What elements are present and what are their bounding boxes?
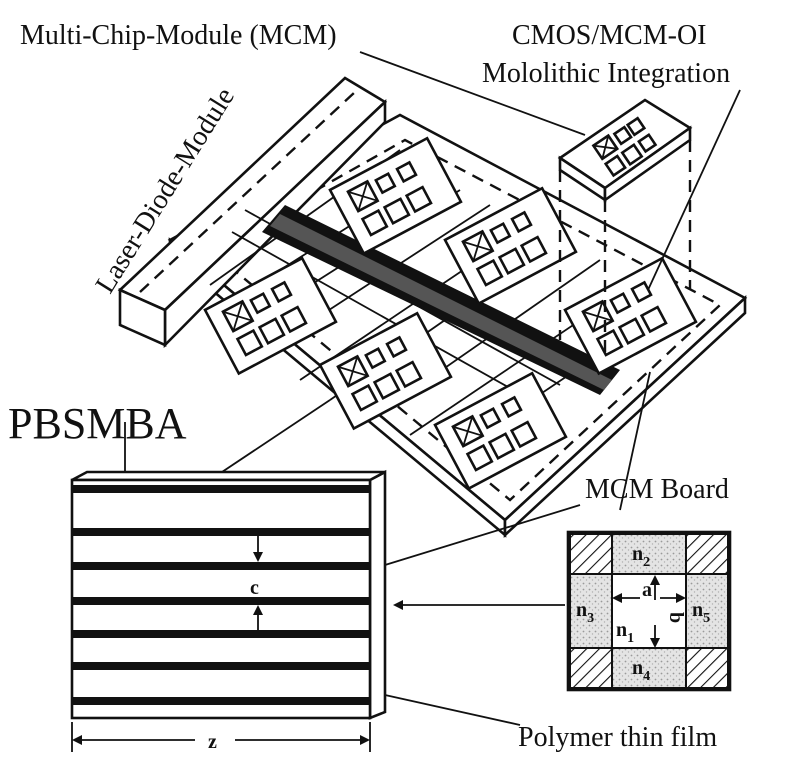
length-z-label: z bbox=[208, 731, 217, 753]
height-b-label: b bbox=[665, 612, 687, 623]
cmos-label-line2: Mololithic Integration bbox=[482, 58, 730, 89]
spacing-c-label: c bbox=[250, 577, 259, 599]
mcm-label: Multi-Chip-Module (MCM) bbox=[20, 20, 337, 51]
pbsmba-cross-section bbox=[72, 472, 385, 752]
width-a-label: a bbox=[642, 579, 652, 601]
polymer-thin-film-label: Polymer thin film bbox=[518, 722, 717, 753]
cmos-label-line1: CMOS/MCM-OI bbox=[512, 20, 706, 51]
mcm-board-label: MCM Board bbox=[585, 474, 729, 505]
pbsmba-label: PBSMBA bbox=[8, 399, 187, 448]
